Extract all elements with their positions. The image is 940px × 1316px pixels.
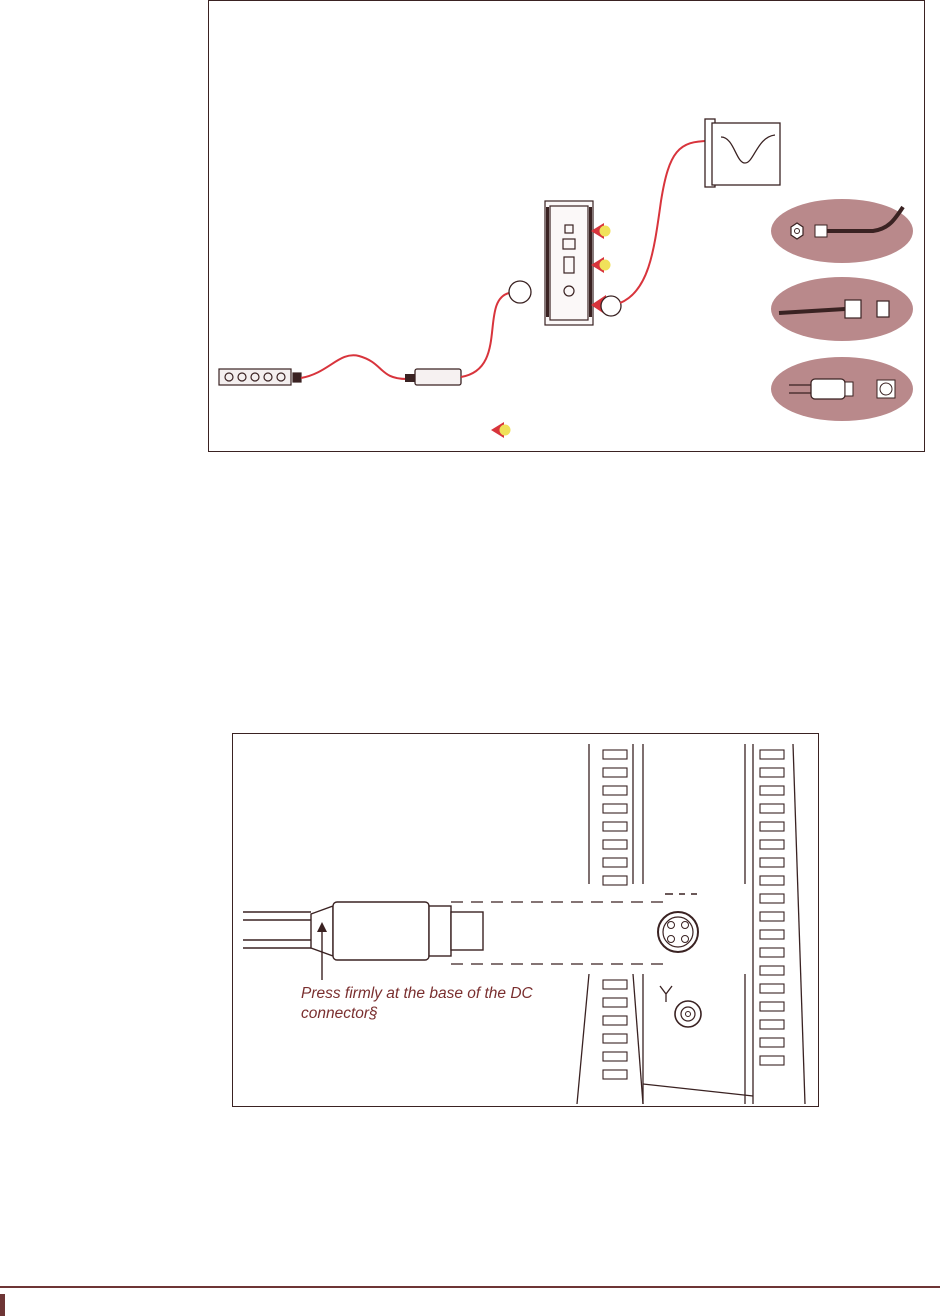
dc-cable: [461, 293, 509, 377]
power-adapter: [405, 369, 461, 385]
setup-diagram: [208, 0, 925, 452]
footer-rule: [0, 1286, 940, 1288]
footer-tab-marker: [0, 1294, 5, 1316]
dc-connector-artwork: [233, 734, 820, 1108]
phone-line-inset: [771, 277, 913, 341]
phone-callout-circle: [601, 296, 621, 316]
coax-connector-inset: [771, 199, 913, 263]
telephone-wall-jack: [705, 119, 780, 187]
power-strip: [219, 369, 301, 385]
power-cord: [301, 355, 407, 379]
dc-plug: [243, 902, 483, 960]
device-back-panel: [545, 201, 593, 325]
setup-diagram-artwork: [209, 1, 926, 453]
phone-cable: [620, 141, 709, 303]
dc-port: [658, 894, 698, 952]
press-instruction-caption: Press firmly at the base of the DC conne…: [301, 984, 561, 1024]
dc-connector-detail: Press firmly at the base of the DC conne…: [232, 733, 819, 1107]
dc-connector-inset: [771, 357, 913, 421]
dc-callout-circle: [509, 281, 531, 303]
device-vents: [603, 750, 784, 1079]
antenna-port: [660, 986, 701, 1027]
